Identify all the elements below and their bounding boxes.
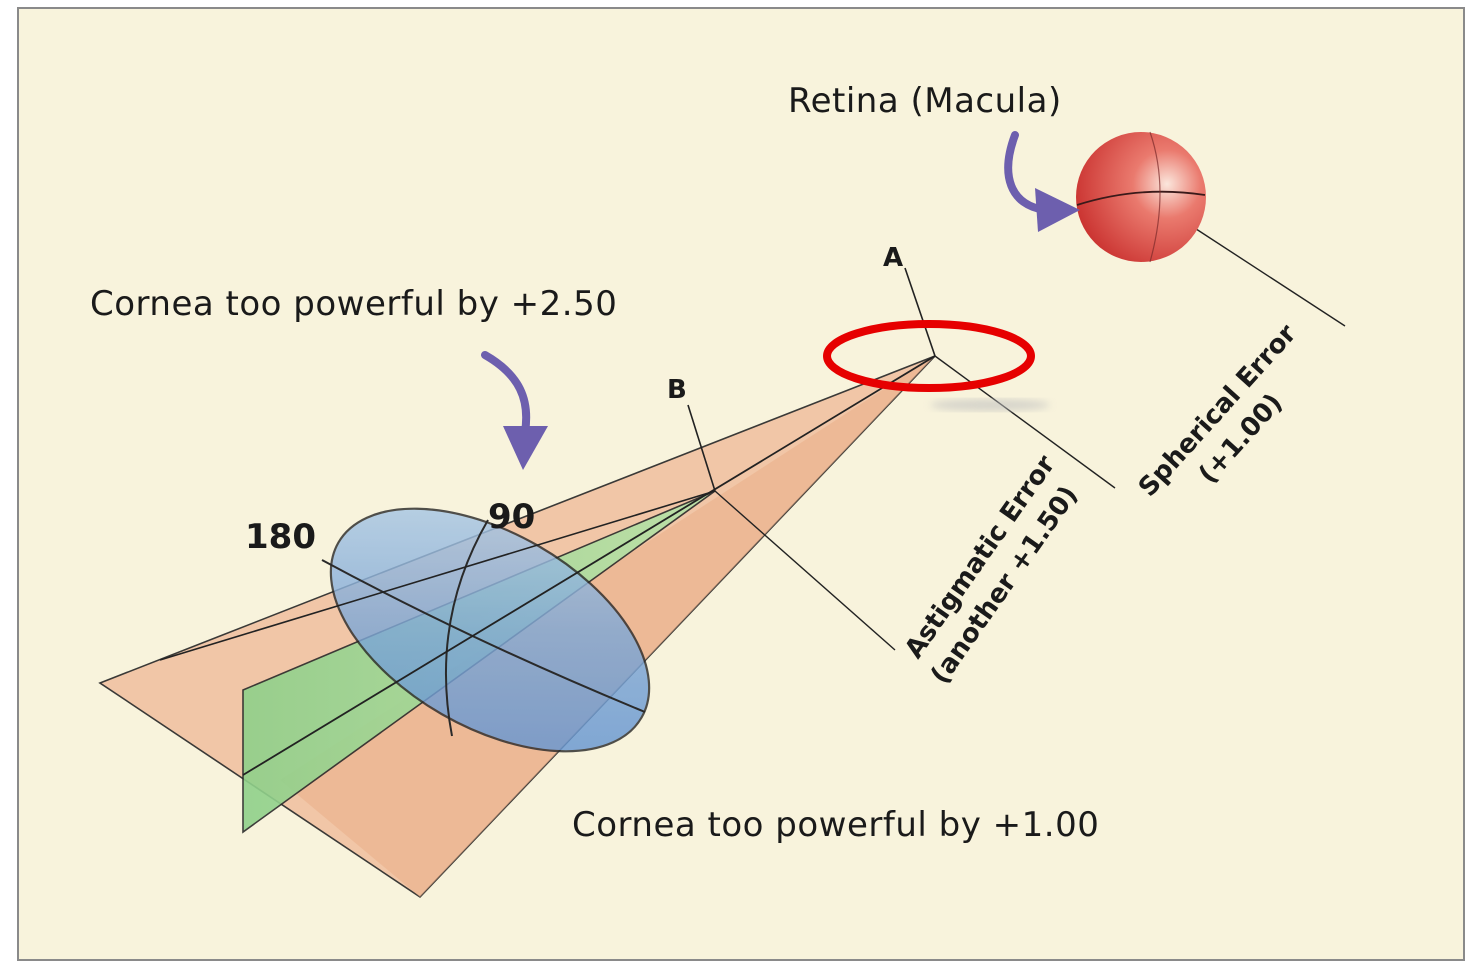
point-a-label: A [883,243,903,273]
retina-arrow-icon [1004,131,1080,232]
cornea-bottom-label: Cornea too powerful by +1.00 [572,805,1099,845]
chief-ray [242,355,936,776]
point-a-line [904,267,936,357]
cornea-lens [321,507,651,753]
focal-shadow [930,399,1050,411]
retina-error-line [1189,224,1346,327]
spherical-error-line [934,355,1116,489]
cornea-arrow-icon [481,351,548,470]
focal-point-highlight [823,320,1035,392]
point-b-line [687,404,716,492]
axis-90-label: 90 [488,497,535,537]
retina-label: Retina (Macula) [788,81,1062,121]
horizontal-ray [159,490,716,661]
cornea-top-label: Cornea too powerful by +2.50 [90,284,617,324]
axis-180-label: 180 [245,517,316,557]
astigmatic-error-line [714,490,896,651]
retina-sphere [1076,131,1206,263]
point-b-label: B [667,375,687,405]
